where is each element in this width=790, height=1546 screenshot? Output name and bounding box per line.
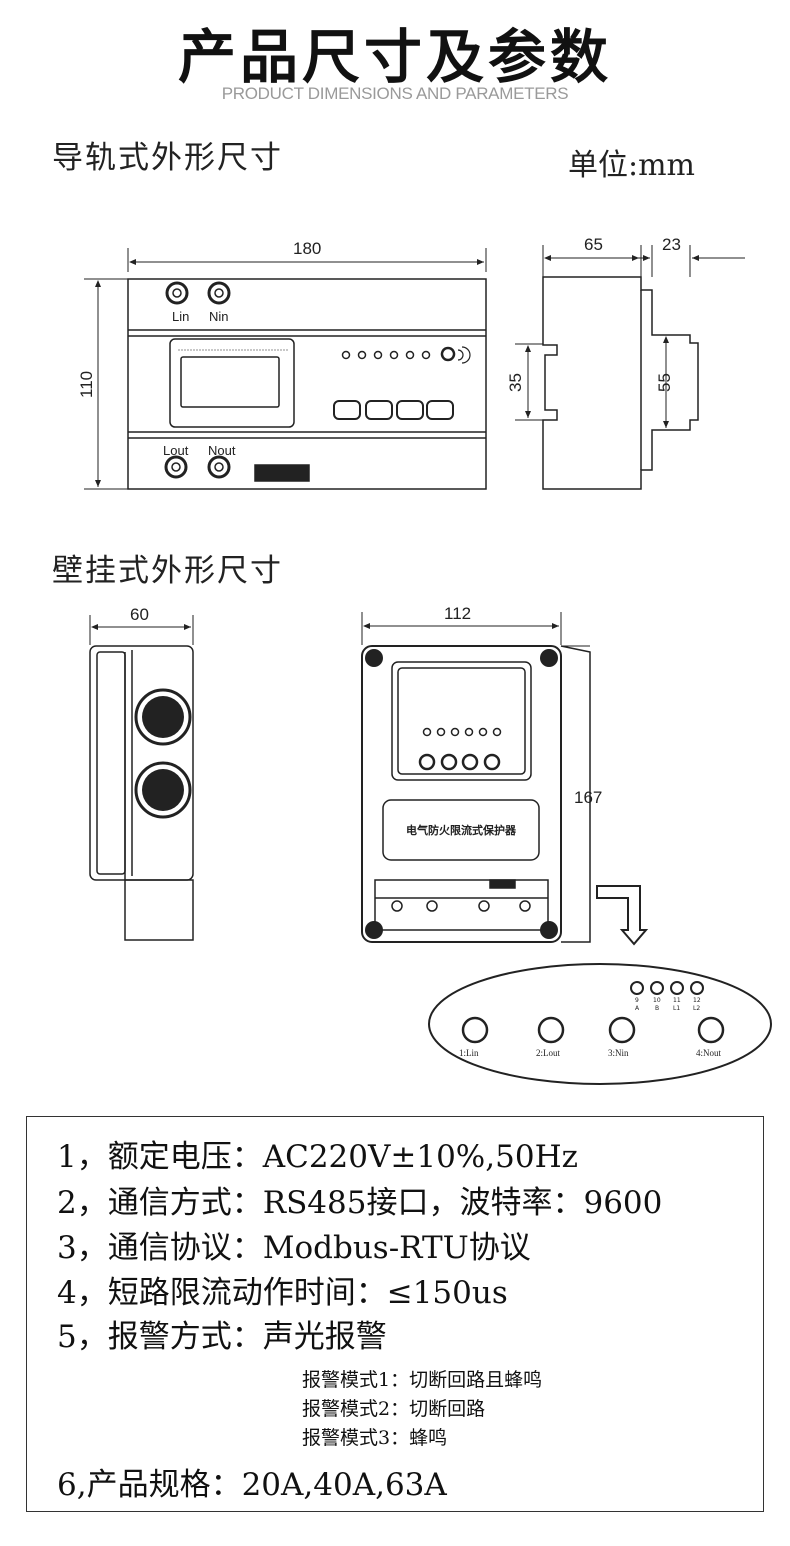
wall-terminal-4: 4:Nout (696, 1048, 722, 1058)
comm-pin-name: B (655, 1005, 659, 1012)
rail-dim-height: 110 (77, 371, 96, 398)
rail-section-title: 导轨式外形尺寸 (52, 140, 283, 176)
rail-dim-rail-offset: 23 (662, 235, 681, 254)
rail-terminal-lout: Lout (163, 443, 189, 458)
page-title: 产品尺寸及参数 (177, 23, 612, 91)
wall-dim-height: 167 (574, 788, 602, 807)
rail-side-view (515, 245, 745, 490)
alarm-mode: 报警模式1：切断回路且蜂鸣 (302, 1369, 543, 1391)
wall-front-corner-screws (365, 649, 558, 939)
comm-pin-num: 12 (693, 997, 701, 1004)
wall-terminal-2: 2:Lout (536, 1048, 560, 1058)
wall-terminal-3: 3:Nin (608, 1048, 629, 1058)
rail-dim-rail: 35 (506, 373, 525, 392)
rail-front-view (84, 248, 487, 490)
unit-label: 单位:mm (568, 148, 696, 183)
alarm-mode: 报警模式3：蜂鸣 (302, 1427, 448, 1449)
wall-device-label: 电气防火限流式保护器 (406, 823, 517, 837)
spec-item: 4，短路限流动作时间：≤150us (57, 1275, 508, 1311)
page-subtitle: PRODUCT DIMENSIONS AND PARAMETERS (221, 84, 569, 103)
spec-item: 5，报警方式：声光报警 (57, 1319, 387, 1355)
spec-item-6: 6,产品规格：20A,40A,63A (57, 1467, 447, 1503)
rail-terminal-nout: Nout (208, 443, 236, 458)
rail-dim-width: 180 (293, 239, 321, 258)
dimension-drawing: Lin Nin Lout Nout 180 110 65 23 35 55 (77, 235, 772, 1085)
comm-pin-name: L1 (673, 1005, 680, 1012)
spec-item: 2，通信方式：RS485接口，波特率：9600 (57, 1185, 663, 1221)
rail-terminal-nin: Nin (209, 309, 229, 324)
wall-dim-width: 112 (444, 604, 471, 623)
comm-pin-num: 9 (635, 997, 639, 1004)
rail-terminal-lin: Lin (172, 309, 189, 324)
rail-dim-depth: 65 (584, 235, 603, 254)
spec-item: 1，额定电压：AC220V±10%,50Hz (57, 1139, 578, 1175)
wall-section-title: 壁挂式外形尺寸 (52, 553, 283, 589)
alarm-mode: 报警模式2：切断回路 (302, 1398, 486, 1420)
comm-pin-name: L2 (693, 1005, 700, 1012)
comm-pin-num: 10 (653, 997, 661, 1004)
comm-pin-num: 11 (673, 997, 681, 1004)
rail-dim-body: 55 (655, 373, 674, 392)
comm-pin-name: A (635, 1005, 640, 1012)
wall-dim-depth: 60 (130, 605, 149, 624)
wall-side-view (89, 615, 194, 941)
wall-side-vents (142, 696, 184, 811)
spec-item: 3，通信协议：Modbus-RTU协议 (57, 1230, 531, 1266)
wall-terminal-1: 1:Lin (459, 1048, 479, 1058)
spec-box: 1，额定电压：AC220V±10%,50Hz 2，通信方式：RS485接口，波特… (26, 1116, 764, 1512)
wall-front-view (361, 612, 772, 1085)
